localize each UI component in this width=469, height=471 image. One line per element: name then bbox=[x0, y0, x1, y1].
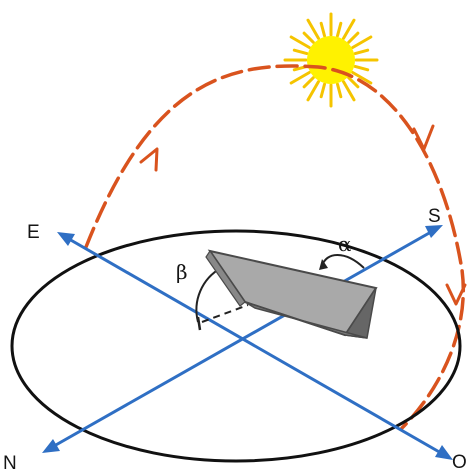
north-arrowhead bbox=[42, 439, 60, 453]
sun-ray bbox=[351, 71, 373, 85]
sun-ray bbox=[289, 35, 311, 49]
south-arrowhead bbox=[425, 225, 443, 238]
sun-ray bbox=[319, 21, 327, 38]
label-tilt-angle-beta: β bbox=[176, 260, 188, 284]
panel-bottom-edge bbox=[244, 301, 368, 339]
sun-path bbox=[84, 64, 467, 430]
azimuth-angle-construction bbox=[319, 254, 365, 270]
sun-ray bbox=[292, 48, 309, 56]
sun-ray bbox=[289, 71, 311, 85]
sun-path-arrow-rising bbox=[139, 147, 159, 172]
panel-left-edge bbox=[205, 249, 246, 307]
azimuth-angle-arc bbox=[321, 254, 365, 269]
sun-ray bbox=[319, 82, 327, 99]
east-west-axis bbox=[61, 233, 449, 459]
sun-path-arc bbox=[84, 64, 465, 430]
sun-ray bbox=[353, 48, 370, 56]
sun-disc bbox=[307, 36, 355, 84]
sun-ray bbox=[306, 18, 320, 40]
sun-ray bbox=[342, 80, 356, 102]
label-north: N bbox=[3, 453, 17, 471]
tilt-angle-arc bbox=[195, 267, 222, 323]
compass-axes bbox=[42, 225, 453, 460]
sun-ray bbox=[351, 35, 373, 49]
azimuth-arc-arrowhead bbox=[319, 259, 328, 270]
north-south-axis bbox=[46, 226, 439, 452]
sun-ray bbox=[335, 82, 343, 99]
sun-ray bbox=[347, 31, 360, 44]
east-arrowhead bbox=[57, 232, 75, 246]
sun-ray bbox=[347, 76, 360, 89]
label-south: S bbox=[428, 206, 441, 227]
sun-icon bbox=[283, 12, 379, 108]
label-west: O bbox=[452, 452, 467, 471]
sun-ray bbox=[302, 31, 315, 44]
sun-ray bbox=[342, 18, 356, 40]
sun-ray bbox=[335, 21, 343, 38]
sun-path-arrow-lower bbox=[445, 283, 467, 306]
tilt-arc-end-tick bbox=[196, 316, 202, 331]
label-azimuth-angle-alpha: α bbox=[338, 232, 352, 256]
sun-ray bbox=[353, 64, 370, 72]
tilt-reference-dashed bbox=[201, 304, 249, 323]
tilt-angle-construction bbox=[195, 267, 249, 331]
west-arrowhead bbox=[435, 445, 453, 460]
sun-ray bbox=[306, 80, 320, 102]
sun-path-arrow-setting bbox=[412, 124, 435, 151]
horizon-ellipse bbox=[10, 229, 462, 463]
solar-panel-icon bbox=[205, 249, 378, 339]
label-east: E bbox=[27, 222, 40, 243]
sun-ray bbox=[302, 76, 315, 89]
